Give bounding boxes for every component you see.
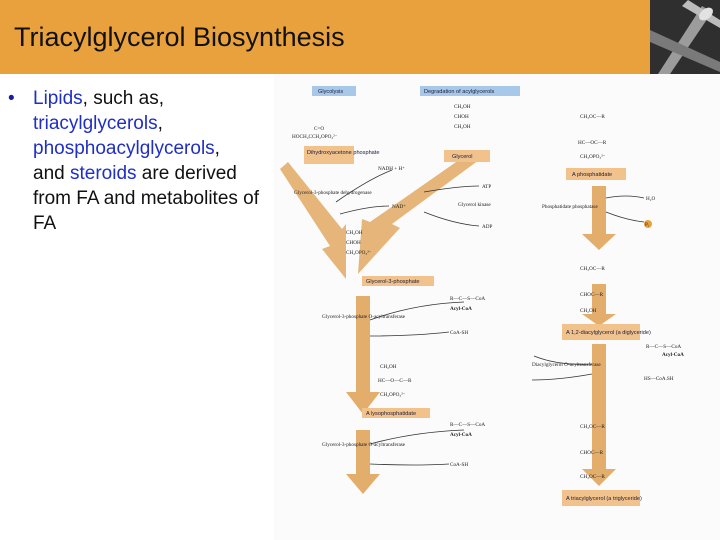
curve-pi [605,211,645,223]
label-glycolysis: Glycolysis [318,89,343,95]
label-h2o: H₂O [646,196,656,202]
struct-g3p-3: CH₂OPO₃²⁻ [346,250,372,256]
label-g3p-dh: Glycerol-3-phosphate dehydrogenase [294,190,372,196]
struct-pa-3: CH₂OPO₃²⁻ [580,154,606,160]
struct-lyso-1: CH₂OH [380,364,397,370]
struct-dag-1: CH₂OC—R [580,266,605,272]
curve-acyl-2 [369,429,465,445]
label-degradation: Degradation of acylglycerols [424,89,494,95]
struct-lyso-2: HC—O—C—R [378,378,412,384]
label-lysophosphatidate: A lysophosphatidate [366,411,416,417]
struct-hoch2: HOCH₂CCH₂OPO₃²⁻ [292,134,338,140]
struct-tag-1: CH₂OC—R [580,424,605,430]
label-g3p-at-2: Glycerol-3-phosphate O-acyltransferase [322,441,406,448]
struct-gly-1: CH₂OH [454,104,471,110]
corner-photo [650,0,720,74]
term-steroids: steroids [69,163,137,184]
label-acyl-coa-3: Acyl-CoA [662,352,684,358]
curve-nad [339,205,390,215]
box-glycolysis [312,86,356,96]
label-adp: ADP [482,224,492,230]
title-bar [0,0,720,74]
pathway-diagram: Glycolysis Degradation of acylglycerols … [280,86,684,506]
term-phosphoacylglycerols: phosphoacylglycerols [33,138,215,159]
label-glycerol: Glycerol [452,154,473,160]
struct-g3p-1: CH₂OH [346,230,363,236]
bullet-text: Lipids, such as, triacylglycerols, phosp… [33,86,278,236]
term-triacylglycerols: triacylglycerols [33,113,158,134]
struct-tag-3: CH₂OC—R [580,474,605,480]
box-g3p [362,276,434,286]
arrow-g3p-to-lyso [346,296,380,414]
arrow-lyso-to-pa [346,430,380,494]
label-triacylglycerol: A triacylglycerol (a triglyceride) [566,496,642,502]
label-nad: NAD⁺ [392,204,406,210]
box-degradation [420,86,520,96]
curve-h2o [605,195,645,199]
slide-title: Triacylglycerol Biosynthesis [14,22,345,52]
struct-lyso-3: CH₂OPO₃²⁻ [380,392,406,398]
curve-atp [423,185,480,193]
arrow-glycerol-to-g3p [358,160,479,274]
struct-tag-2: CHOC—R [580,450,604,456]
arrow-dag-to-tag [582,344,616,486]
box-triacylglycerol [562,490,640,506]
struct-thioester-2: R—C—S—CoA [450,422,485,428]
text-segment: , [157,113,163,134]
text-segment: and [33,163,70,184]
label-glycerol-kinase: Glycerol kinase [458,202,491,208]
box-lysophosphatidate [362,408,430,418]
label-pi: Pᵢ [645,222,649,228]
label-coash-2: CoA-SH [450,462,468,468]
label-dhap: Dihydroxyacetone phosphate [307,150,379,156]
arrow-dhap-to-g3p [280,162,346,279]
struct-g3p-2: CHOH [346,240,361,246]
struct-pa-1: CH₂OC—R [580,114,605,120]
struct-dag-3: CH₂OH [580,308,597,314]
text-segment: , [214,138,220,159]
label-acyl-coa-1: Acyl-CoA [450,306,472,312]
curve-hscoa [531,373,593,381]
label-coash-1: CoA-SH [450,330,468,336]
label-pa-phosphatase: Phosphatidate phosphatase [542,204,598,210]
struct-thioester-1: R—C—S—CoA [450,296,485,302]
pathway-figure: Glycolysis Degradation of acylglycerols … [274,74,720,540]
text-segment: , such as, [82,88,164,109]
label-atp: ATP [482,184,491,190]
box-dhap [304,146,354,164]
label-diacylglycerol: A 1,2-diacylglycerol (a diglyceride) [566,330,651,336]
struct-thioester-3: R—C—S—CoA [646,344,681,350]
box-phosphatidate [566,168,626,180]
label-hs-coash: HS—CoA.SH [644,376,674,382]
pi-marker [644,220,652,228]
curve-acyl-1 [369,301,465,321]
label-dag-at: Diacylglycerol O-acyltransferase [532,361,601,368]
curve-coash-2 [369,463,450,466]
term-lipids: Lipids [33,88,83,109]
curve-nadh [335,169,393,203]
curve-adp [423,211,480,227]
text-segment: are derived from FA and metabolites of F… [33,163,260,234]
curve-acyl-3 [533,355,593,365]
struct-dhap-2: C=O [314,126,324,132]
box-glycerol [444,150,490,162]
struct-gly-3: CH₂OH [454,124,471,130]
box-diacylglycerol [562,324,640,340]
label-nadh: NADH + H⁺ [378,166,405,172]
label-phosphatidate: A phosphatidate [572,172,612,178]
label-acyl-coa-2: Acyl-CoA [450,432,472,438]
bullet-marker: • [8,88,15,109]
struct-gly-2: CHOH [454,114,469,120]
label-g3p-at: Glycerol-3-phosphate O-acyltransferase [322,313,406,320]
label-g3p: Glycerol-3-phosphate [366,279,419,285]
arrow-pa-to-dag-upper [582,186,616,250]
struct-pa-2: HC—OC—R [578,140,607,146]
struct-dag-2: CHOC—R [580,292,604,298]
arrow-pa-to-dag [582,284,616,326]
curve-coash-1 [369,331,450,337]
